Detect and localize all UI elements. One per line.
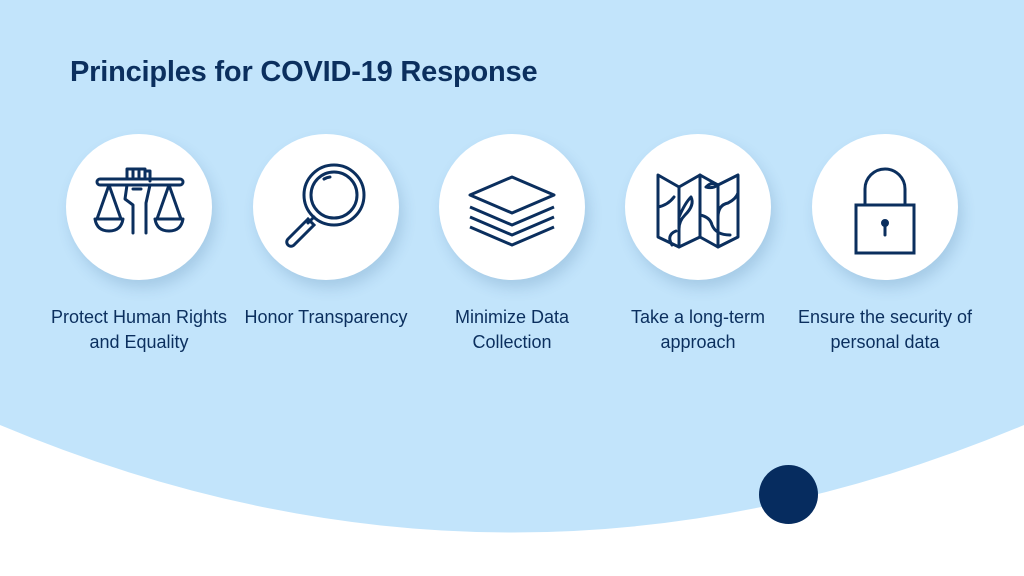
magnifying-glass-icon: [285, 163, 366, 248]
principle-label: Honor Transparency: [244, 307, 408, 327]
principle-label: Take a long-term approach: [630, 307, 766, 352]
map-icon: [656, 173, 740, 249]
principle-long-term: Take a long-term approach: [605, 134, 791, 355]
principle-transparency: Honor Transparency: [233, 134, 419, 330]
principle-label: Protect Human Rights and Equality: [50, 307, 228, 352]
layers-icon: [468, 175, 556, 247]
scales-fist-icon: [93, 167, 185, 235]
page-title: Principles for COVID-19 Response: [70, 56, 538, 88]
decorative-dot: [759, 465, 818, 524]
principle-label: Ensure the security of personal data: [797, 307, 973, 352]
principle-human-rights: Protect Human Rights and Equality: [46, 134, 232, 355]
principle-label: Minimize Data Collection: [454, 307, 570, 352]
principle-minimize-data: Minimize Data Collection: [419, 134, 605, 355]
principle-security: Ensure the security of personal data: [792, 134, 978, 355]
padlock-icon: [854, 167, 916, 255]
